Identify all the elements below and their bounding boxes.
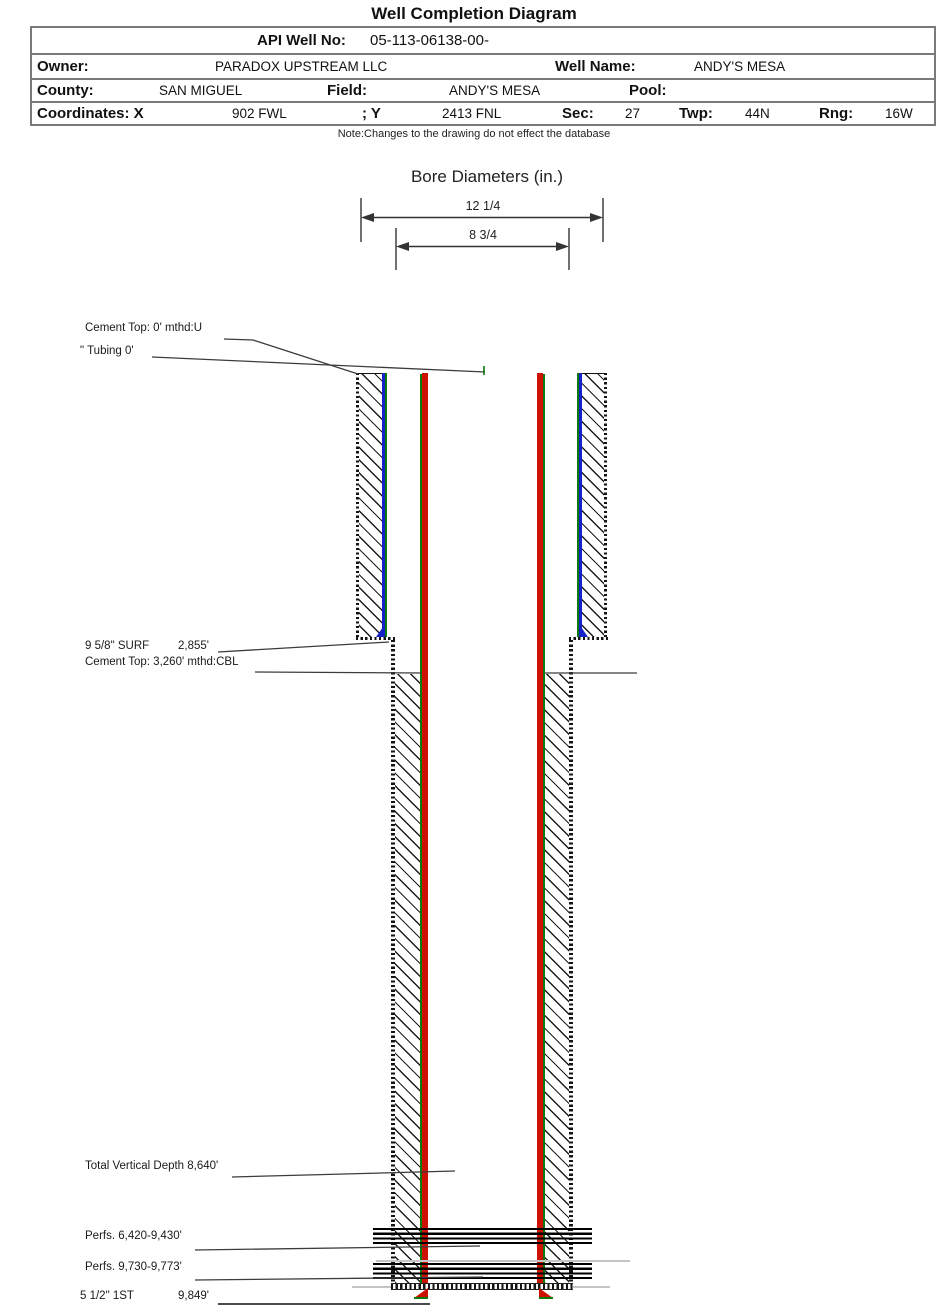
tubing-left: [422, 373, 428, 1284]
pool-label: Pool:: [629, 82, 667, 99]
perfs-lower-label: Perfs. 9,730-9,773': [85, 1261, 182, 1273]
dim-outer-left-arrow: [361, 213, 374, 222]
coordinates-x-value: 902 FWL: [232, 106, 287, 121]
production-casing-depth: 9,849': [178, 1290, 209, 1302]
cement-top-production-label: Cement Top: 3,260' mthd:CBL: [85, 656, 239, 668]
production-casing-right-wall: [569, 640, 573, 1289]
casing-shoe-right-green-base: [539, 1297, 553, 1299]
table-row-coordinates: Coordinates: X 902 FWL ; Y 2413 FNL Sec:…: [32, 101, 934, 124]
api-well-no-value: 05-113-06138-00-: [370, 32, 489, 49]
database-note: Note:Changes to the drawing do not effec…: [337, 128, 611, 140]
surface-shoe-right-blue-triangle: [579, 624, 588, 637]
inner-bore-dimension-label: 8 3/4: [469, 228, 497, 242]
outer-bore-dimension-label: 12 1/4: [465, 199, 501, 213]
production-cement-right-hatch: [544, 674, 569, 1283]
leader-tubing: [151, 356, 486, 373]
leader-perfs-lower: [194, 1276, 484, 1281]
cement-top-surface-label: Cement Top: 0' mthd:U: [85, 322, 203, 334]
production-cement-left-hatch: [395, 674, 420, 1283]
surface-casing-left-green-edge: [385, 373, 387, 638]
casing-shoe-left-red-triangle: [414, 1288, 428, 1298]
coordinates-y-label: ; Y: [362, 105, 381, 122]
perfs-upper-label: Perfs. 6,420-9,430': [85, 1230, 182, 1242]
leader-cement-top-production-left: [254, 671, 423, 674]
surface-casing-left-blue-string: [382, 373, 385, 638]
table-row-county: County: SAN MIGUEL Field: ANDY'S MESA Po…: [32, 78, 934, 101]
field-label: Field:: [327, 82, 367, 99]
surface-casing-right-cement-hatch: [582, 373, 604, 639]
sec-label: Sec:: [562, 105, 594, 122]
leader-surface-casing: [217, 641, 390, 653]
surface-casing-right-outer-wall: [604, 373, 607, 638]
perforation-band-lower: [373, 1263, 592, 1279]
coordinates-label: Coordinates: X: [37, 105, 144, 122]
well-header-table: API Well No: 05-113-06138-00- Owner: PAR…: [30, 26, 936, 126]
twp-value: 44N: [745, 106, 770, 121]
rng-label: Rng:: [819, 105, 854, 122]
leader-total-vertical-depth: [231, 1170, 456, 1178]
dim-outer-right-arrow: [590, 213, 603, 222]
twp-label: Twp:: [679, 105, 713, 122]
gray-marker-line-upper: [376, 1260, 630, 1262]
well-name-value: ANDY'S MESA: [694, 59, 786, 74]
surface-casing-depth: 2,855': [178, 640, 209, 652]
tubing-right: [537, 373, 543, 1284]
casing-green-line-right: [543, 374, 545, 1283]
tubing-label: " Tubing 0': [80, 345, 134, 357]
owner-label: Owner:: [37, 58, 89, 75]
field-value: ANDY'S MESA: [449, 83, 541, 98]
api-well-no-label: API Well No:: [257, 32, 346, 49]
bore-diameters-title: Bore Diameters (in.): [410, 167, 564, 186]
page-title: Well Completion Diagram: [371, 4, 577, 23]
surface-casing-right-blue-string: [579, 373, 582, 638]
perforation-band-upper: [373, 1228, 592, 1244]
surface-casing-label: 9 5/8" SURF: [85, 640, 150, 652]
coordinates-y-value: 2413 FNL: [442, 106, 502, 121]
surface-shoe-right-step: [569, 637, 608, 640]
table-row-owner: Owner: PARADOX UPSTREAM LLC Well Name: A…: [32, 53, 934, 78]
production-casing-label: 5 1/2" 1ST: [80, 1290, 134, 1302]
surface-casing-left-cement-hatch: [359, 373, 382, 639]
county-value: SAN MIGUEL: [159, 83, 243, 98]
total-vertical-depth-label: Total Vertical Depth 8,640': [85, 1160, 219, 1172]
surface-shoe-left-step: [356, 637, 395, 640]
table-row-api: API Well No: 05-113-06138-00-: [32, 28, 934, 53]
casing-bottom-cap: [391, 1283, 573, 1290]
owner-value: PARADOX UPSTREAM LLC: [215, 59, 388, 74]
dim-inner-right-arrow: [556, 242, 569, 251]
production-casing-left-wall: [391, 640, 395, 1289]
leader-cement-top-surface: [223, 338, 359, 375]
casing-shoe-right-red-triangle: [539, 1288, 553, 1298]
surface-casing-right-green-edge: [577, 373, 579, 638]
county-label: County:: [37, 82, 94, 99]
well-name-label: Well Name:: [555, 58, 636, 75]
rng-value: 16W: [885, 106, 913, 121]
surface-casing-left-outer-wall: [356, 373, 359, 638]
leader-perfs-upper: [194, 1245, 481, 1251]
dim-inner-left-arrow: [396, 242, 409, 251]
sec-value: 27: [625, 106, 641, 121]
casing-green-line-left: [420, 374, 422, 1283]
casing-shoe-left-green-base: [414, 1297, 428, 1299]
surface-shoe-left-blue-triangle: [376, 624, 385, 637]
